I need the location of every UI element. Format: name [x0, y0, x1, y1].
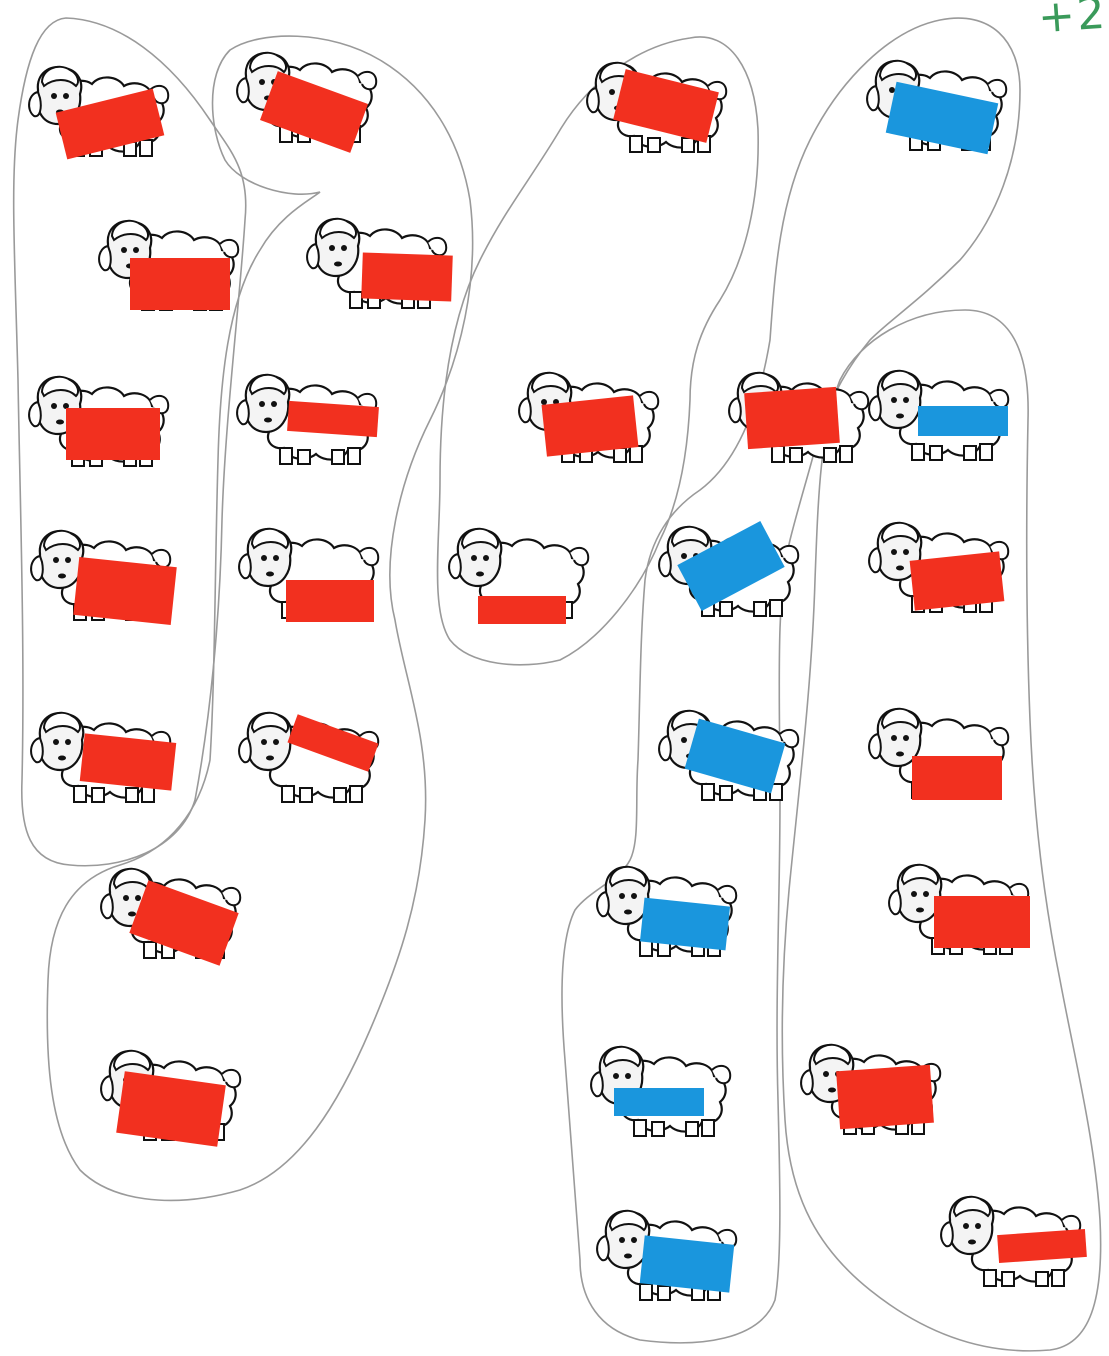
- red-sticker: [286, 580, 374, 622]
- red-sticker: [744, 387, 840, 449]
- sheep: [889, 865, 1030, 954]
- sheep: [597, 867, 736, 956]
- pencil-loop: [562, 18, 1020, 1343]
- pencil-loop: [782, 310, 1100, 1351]
- sheep: [29, 67, 168, 160]
- corner-mark: +2: [1036, 0, 1108, 43]
- sheep-layer: [29, 53, 1087, 1300]
- sheep: [99, 221, 238, 310]
- blue-sticker: [640, 1235, 735, 1292]
- sheep: [101, 869, 240, 966]
- red-sticker: [934, 896, 1030, 948]
- sheep: [729, 373, 868, 462]
- red-sticker: [542, 395, 639, 456]
- sheep: [31, 531, 177, 625]
- sheep: [867, 61, 1006, 154]
- red-sticker: [910, 551, 1005, 610]
- sheep: [869, 371, 1008, 460]
- pencil-loops: [14, 18, 1101, 1351]
- sheep: [869, 523, 1008, 612]
- sheep: [869, 709, 1008, 800]
- red-sticker: [836, 1065, 934, 1129]
- red-sticker: [130, 258, 230, 310]
- sheep: [519, 373, 658, 462]
- red-sticker: [361, 252, 453, 301]
- sheep: [449, 529, 588, 624]
- red-sticker: [73, 557, 177, 625]
- sheep: [659, 521, 798, 616]
- sheep: [237, 375, 379, 464]
- sheep: [801, 1045, 940, 1134]
- sheep: [941, 1197, 1087, 1286]
- sheep: [591, 1047, 730, 1136]
- sheep: [31, 713, 176, 802]
- red-sticker: [478, 596, 566, 624]
- sheep: [239, 529, 378, 622]
- red-sticker: [912, 756, 1002, 800]
- sheep: [29, 377, 168, 466]
- sheep: [101, 1051, 240, 1147]
- sheep: [587, 63, 726, 152]
- red-sticker: [66, 408, 160, 460]
- sheep: [307, 219, 453, 308]
- sheep: [597, 1211, 736, 1300]
- sheep: [239, 713, 378, 802]
- red-sticker: [80, 733, 177, 790]
- blue-sticker: [918, 406, 1008, 436]
- sheep: [237, 53, 376, 153]
- sheep: [659, 711, 798, 800]
- red-sticker: [287, 401, 379, 437]
- blue-sticker: [614, 1088, 704, 1116]
- blue-sticker: [640, 898, 730, 951]
